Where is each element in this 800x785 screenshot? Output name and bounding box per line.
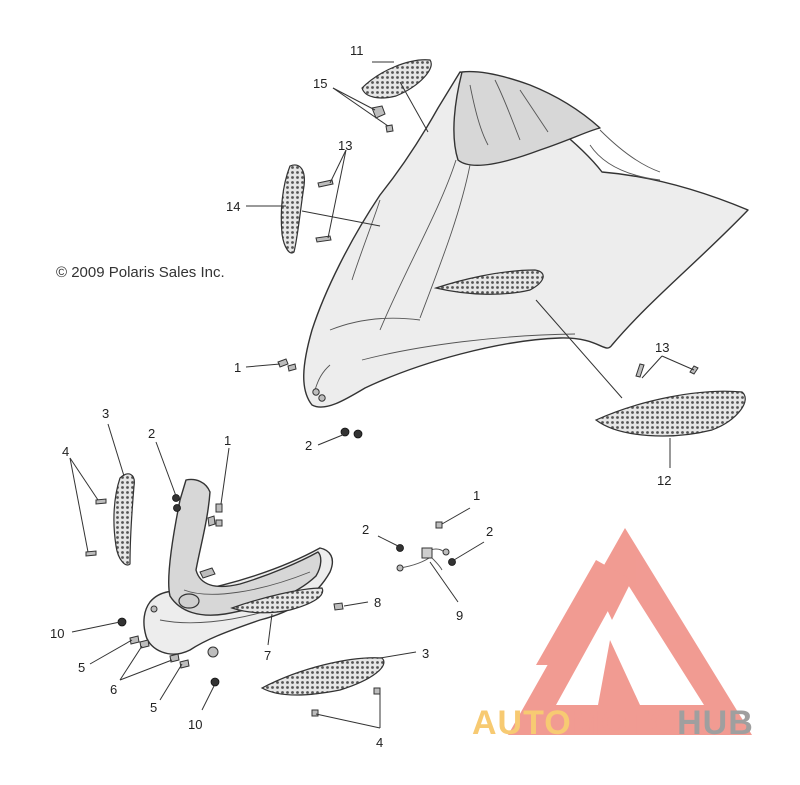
callout-9: 9 — [456, 608, 463, 623]
callout-2-upper: 2 — [305, 438, 312, 453]
callout-5-left: 5 — [78, 660, 85, 675]
callout-1-left: 1 — [224, 433, 231, 448]
callout-8: 8 — [374, 595, 381, 610]
callout-14: 14 — [226, 199, 240, 214]
callout-labels: 11 15 13 14 1 2 13 12 3 2 1 4 1 2 2 8 9 … — [50, 43, 671, 750]
callout-13-right: 13 — [655, 340, 669, 355]
callout-12: 12 — [657, 473, 671, 488]
callout-5-lower: 5 — [150, 700, 157, 715]
callout-10-lower: 10 — [188, 717, 202, 732]
hood-side-vent — [433, 269, 544, 295]
callout-1-upper: 1 — [234, 360, 241, 375]
logo-triangle-mark — [508, 528, 752, 735]
logo-inner-mark — [536, 560, 632, 665]
front-nose-assembly — [143, 478, 334, 658]
front-lower-vent — [230, 587, 324, 614]
callout-3-left: 3 — [102, 406, 109, 421]
callout-2-right-b: 2 — [486, 524, 493, 539]
callout-10-left: 10 — [50, 626, 64, 641]
callout-2-right-a: 2 — [362, 522, 369, 537]
automotohub-logo: AUTOMOTOHUB — [472, 528, 754, 742]
logo-wordmark: AUTOMOTOHUB — [472, 704, 754, 742]
callout-4-left: 4 — [62, 444, 69, 459]
side-vent-part-3-left — [113, 473, 135, 566]
callout-3-lower: 3 — [422, 646, 429, 661]
callout-6: 6 — [110, 682, 117, 697]
logo-word-auto: AUTO — [472, 704, 572, 742]
callout-11: 11 — [350, 43, 364, 58]
harness-part-9 — [396, 547, 450, 572]
side-vent-part-12 — [594, 390, 746, 437]
callout-4-lower: 4 — [376, 735, 383, 750]
logo-word-moto: MOTO — [572, 704, 677, 742]
lower-vent-part-3 — [260, 657, 385, 696]
side-vent-part-14 — [280, 164, 305, 254]
hood-windshield-area — [453, 70, 601, 166]
hood-main — [303, 71, 749, 408]
hood-assembly — [303, 70, 749, 408]
callout-13-upper: 13 — [338, 138, 352, 153]
front-bumper-part-7 — [168, 478, 322, 616]
logo-word-hub: HUB — [677, 704, 754, 742]
top-vent-part-11 — [361, 59, 432, 99]
callout-7: 7 — [264, 648, 271, 663]
callout-2-left: 2 — [148, 426, 155, 441]
callout-15: 15 — [313, 76, 327, 91]
copyright-text: © 2009 Polaris Sales Inc. — [56, 264, 225, 281]
callout-1-right: 1 — [473, 488, 480, 503]
